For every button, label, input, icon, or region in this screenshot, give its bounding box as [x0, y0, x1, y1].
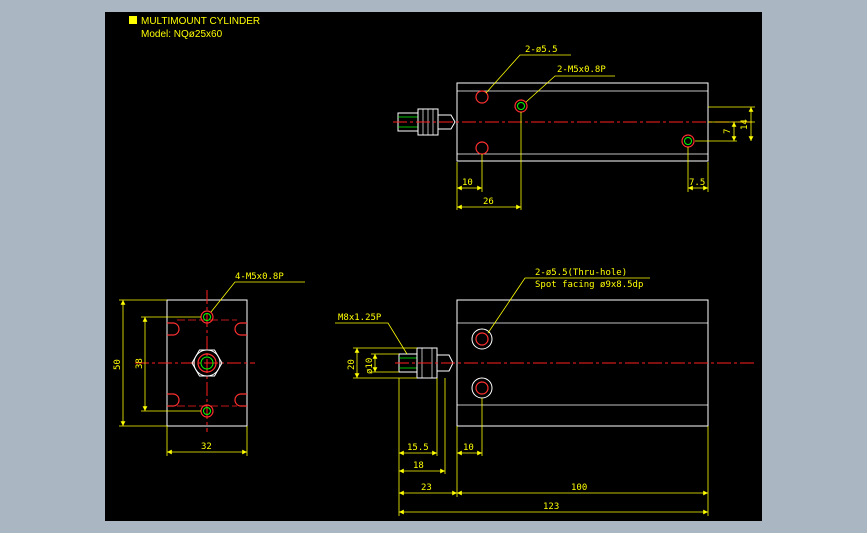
drawing-model: Model: NQø25x60 — [141, 29, 223, 40]
tapped-hole-thread — [684, 137, 692, 145]
rod-circle — [197, 353, 217, 373]
callout-thru-hole: 2-ø5.5(Thru-hole) — [535, 268, 627, 278]
callout-tapped-end: 4-M5x0.8P — [235, 272, 284, 282]
cad-drawing: MULTIMOUNT CYLINDER Model: NQø25x60 2-ø5… — [113, 16, 755, 516]
drawing-title: MULTIMOUNT CYLINDER — [141, 16, 260, 27]
dim-23: 23 — [421, 483, 432, 493]
dim-32: 32 — [201, 442, 212, 452]
callout-holes: 2-ø5.5 — [525, 45, 558, 55]
spot-facing — [471, 377, 493, 399]
leader-line — [487, 277, 650, 334]
leader-line — [485, 54, 571, 94]
dim-7: 7 — [723, 129, 733, 134]
leader-line — [210, 281, 305, 313]
dim-38: 38 — [135, 358, 145, 369]
thru-hole — [475, 381, 489, 395]
mount-hole — [475, 141, 489, 155]
top-view: 2-ø5.5 2-M5x0.8P 10 26 7.5 7 14 — [393, 45, 755, 210]
slot-hole — [167, 322, 180, 336]
slot-hole — [234, 322, 247, 336]
leader-line — [525, 75, 615, 103]
dim-15-5: 15.5 — [407, 443, 429, 453]
leader-line — [335, 322, 408, 355]
title-marker — [129, 16, 137, 24]
drawing-sheet: MULTIMOUNT CYLINDER Model: NQø25x60 2-ø5… — [105, 12, 762, 521]
dim-20: 20 — [347, 359, 357, 370]
callout-spot-facing: Spot facing ø9x8.5dp — [535, 280, 643, 290]
dim-14: 14 — [740, 119, 750, 130]
dim-18: 18 — [413, 461, 424, 471]
spot-facing — [471, 328, 493, 350]
callout-tapped: 2-M5x0.8P — [557, 65, 606, 75]
thru-hole — [475, 332, 489, 346]
dim-50: 50 — [113, 359, 123, 370]
tapped-hole-thread — [517, 102, 525, 110]
end-view: 4-M5x0.8P 50 38 32 — [113, 272, 305, 456]
tapped-hole-thread — [203, 407, 211, 415]
slot-hole — [234, 393, 247, 407]
mount-hole — [475, 90, 489, 104]
side-view: 2-ø5.5(Thru-hole) Spot facing ø9x8.5dp M… — [335, 268, 755, 516]
dim-123: 123 — [543, 502, 559, 512]
tapped-hole — [514, 99, 528, 113]
tapped-hole — [681, 134, 695, 148]
tapped-hole-thread — [203, 313, 211, 321]
dim-phi10: ø10 — [365, 358, 375, 374]
top-rod-boss — [438, 114, 456, 130]
dim-7-5: 7.5 — [689, 178, 705, 188]
rod-thread — [200, 356, 214, 370]
slot-hole — [167, 393, 180, 407]
hex-nut — [191, 349, 223, 377]
hex-nut-circle — [193, 349, 221, 377]
callout-thread: M8x1.25P — [338, 313, 382, 323]
dim-26: 26 — [483, 197, 494, 207]
dim-10: 10 — [462, 178, 473, 188]
dim-100: 100 — [571, 483, 587, 493]
dim-10-side: 10 — [463, 443, 474, 453]
